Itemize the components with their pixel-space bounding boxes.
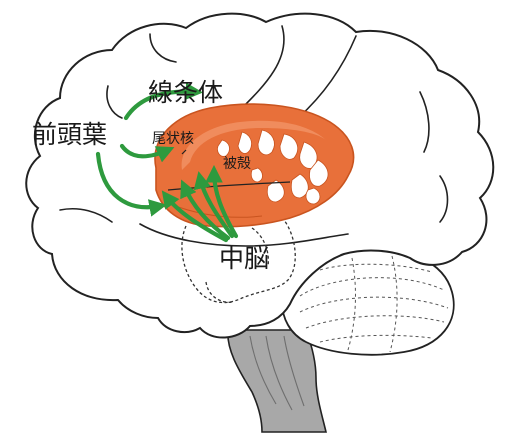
pathway-arrows bbox=[95, 82, 239, 243]
label-caudate: 尾状核 bbox=[152, 131, 194, 147]
cerebellum bbox=[281, 246, 455, 356]
arrow-frontal-to-striatum-lower bbox=[95, 151, 167, 217]
label-putamen: 被殻 bbox=[223, 156, 251, 172]
arrow-midbrain-4 bbox=[205, 164, 239, 239]
arrow-midbrain-1 bbox=[161, 190, 229, 243]
label-frontal-lobe: 前頭葉 bbox=[32, 120, 107, 149]
arrow-frontal-to-striatum-upper bbox=[123, 82, 204, 121]
midbrain-region bbox=[181, 219, 296, 304]
arrow-midbrain-3 bbox=[193, 171, 235, 239]
brainstem bbox=[227, 329, 328, 433]
arrow-frontal-to-striatum-middle bbox=[119, 143, 175, 163]
label-midbrain: 中脳 bbox=[219, 244, 269, 273]
label-striatum: 線条体 bbox=[148, 78, 223, 107]
striatum-striations bbox=[217, 129, 329, 205]
caudate-marker bbox=[181, 149, 187, 155]
arrow-midbrain-2 bbox=[180, 179, 231, 241]
